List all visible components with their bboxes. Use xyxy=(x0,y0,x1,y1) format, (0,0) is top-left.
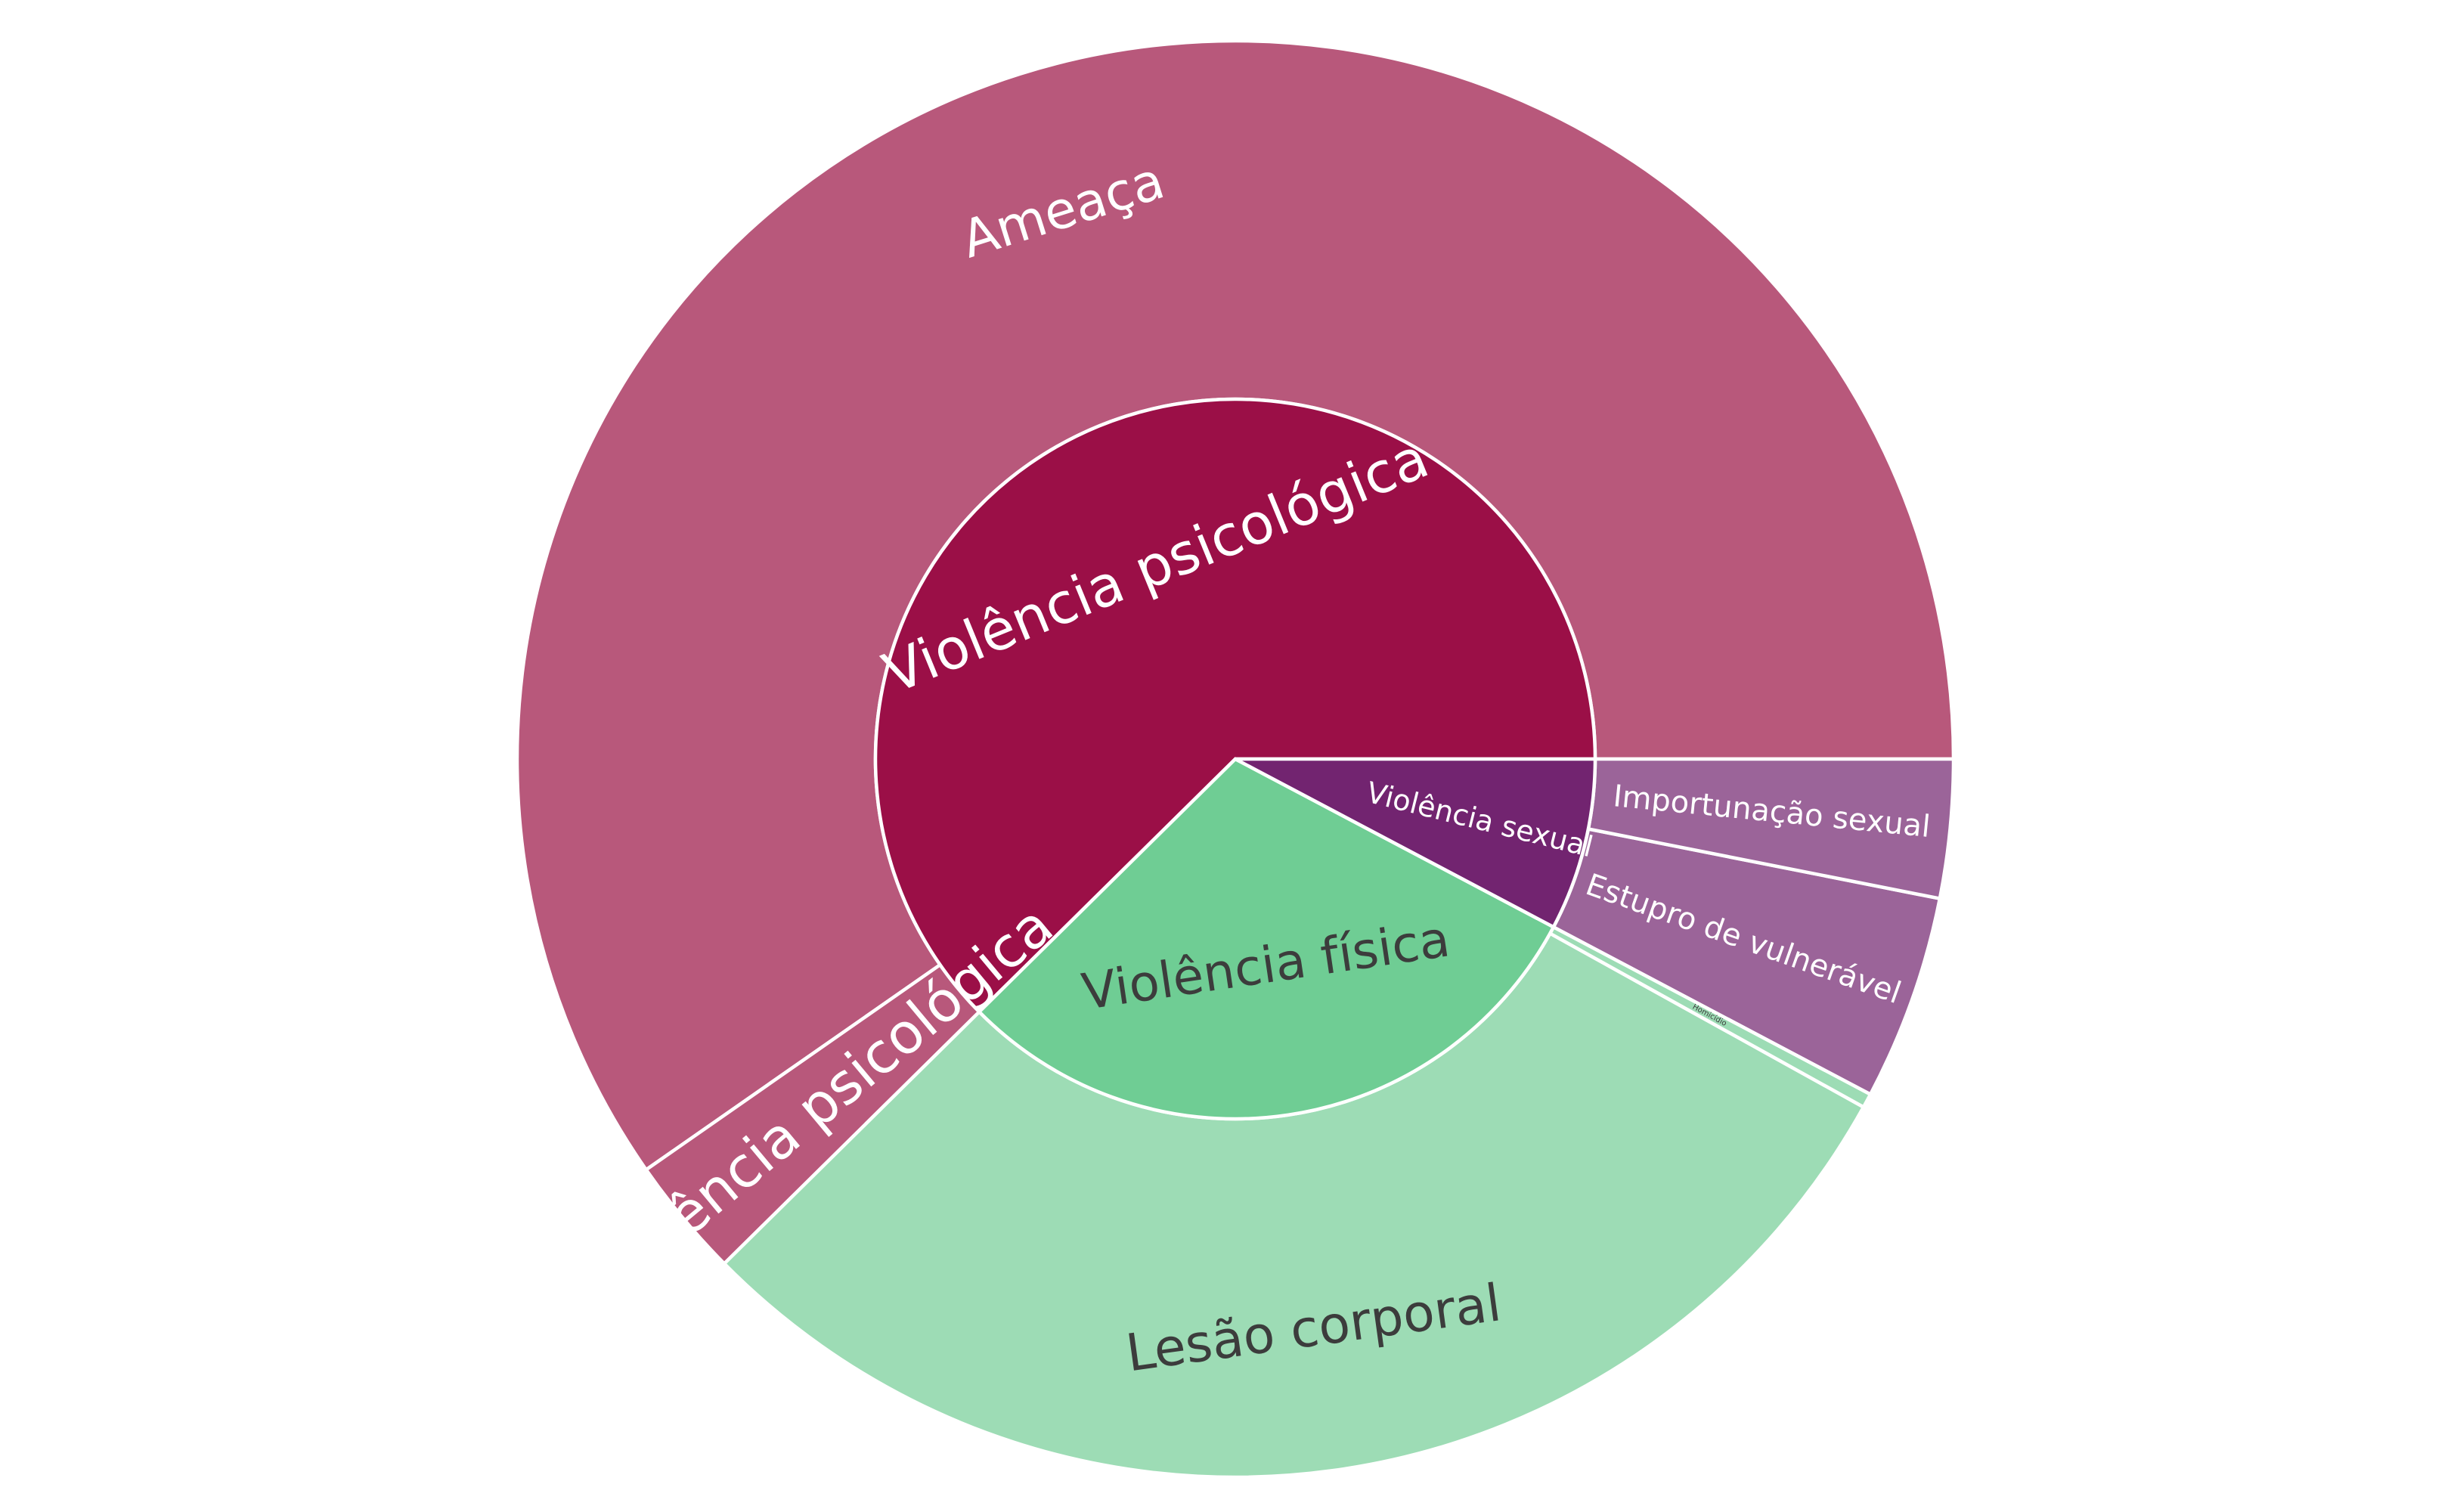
inner-segment-violencia-fisica[interactable] xyxy=(977,757,1556,1121)
inner-segment-violencia-psicologica[interactable] xyxy=(873,397,1597,1015)
sunburst-segments xyxy=(515,39,1956,1479)
inner-segment-violencia-sexual[interactable] xyxy=(1234,757,1597,930)
